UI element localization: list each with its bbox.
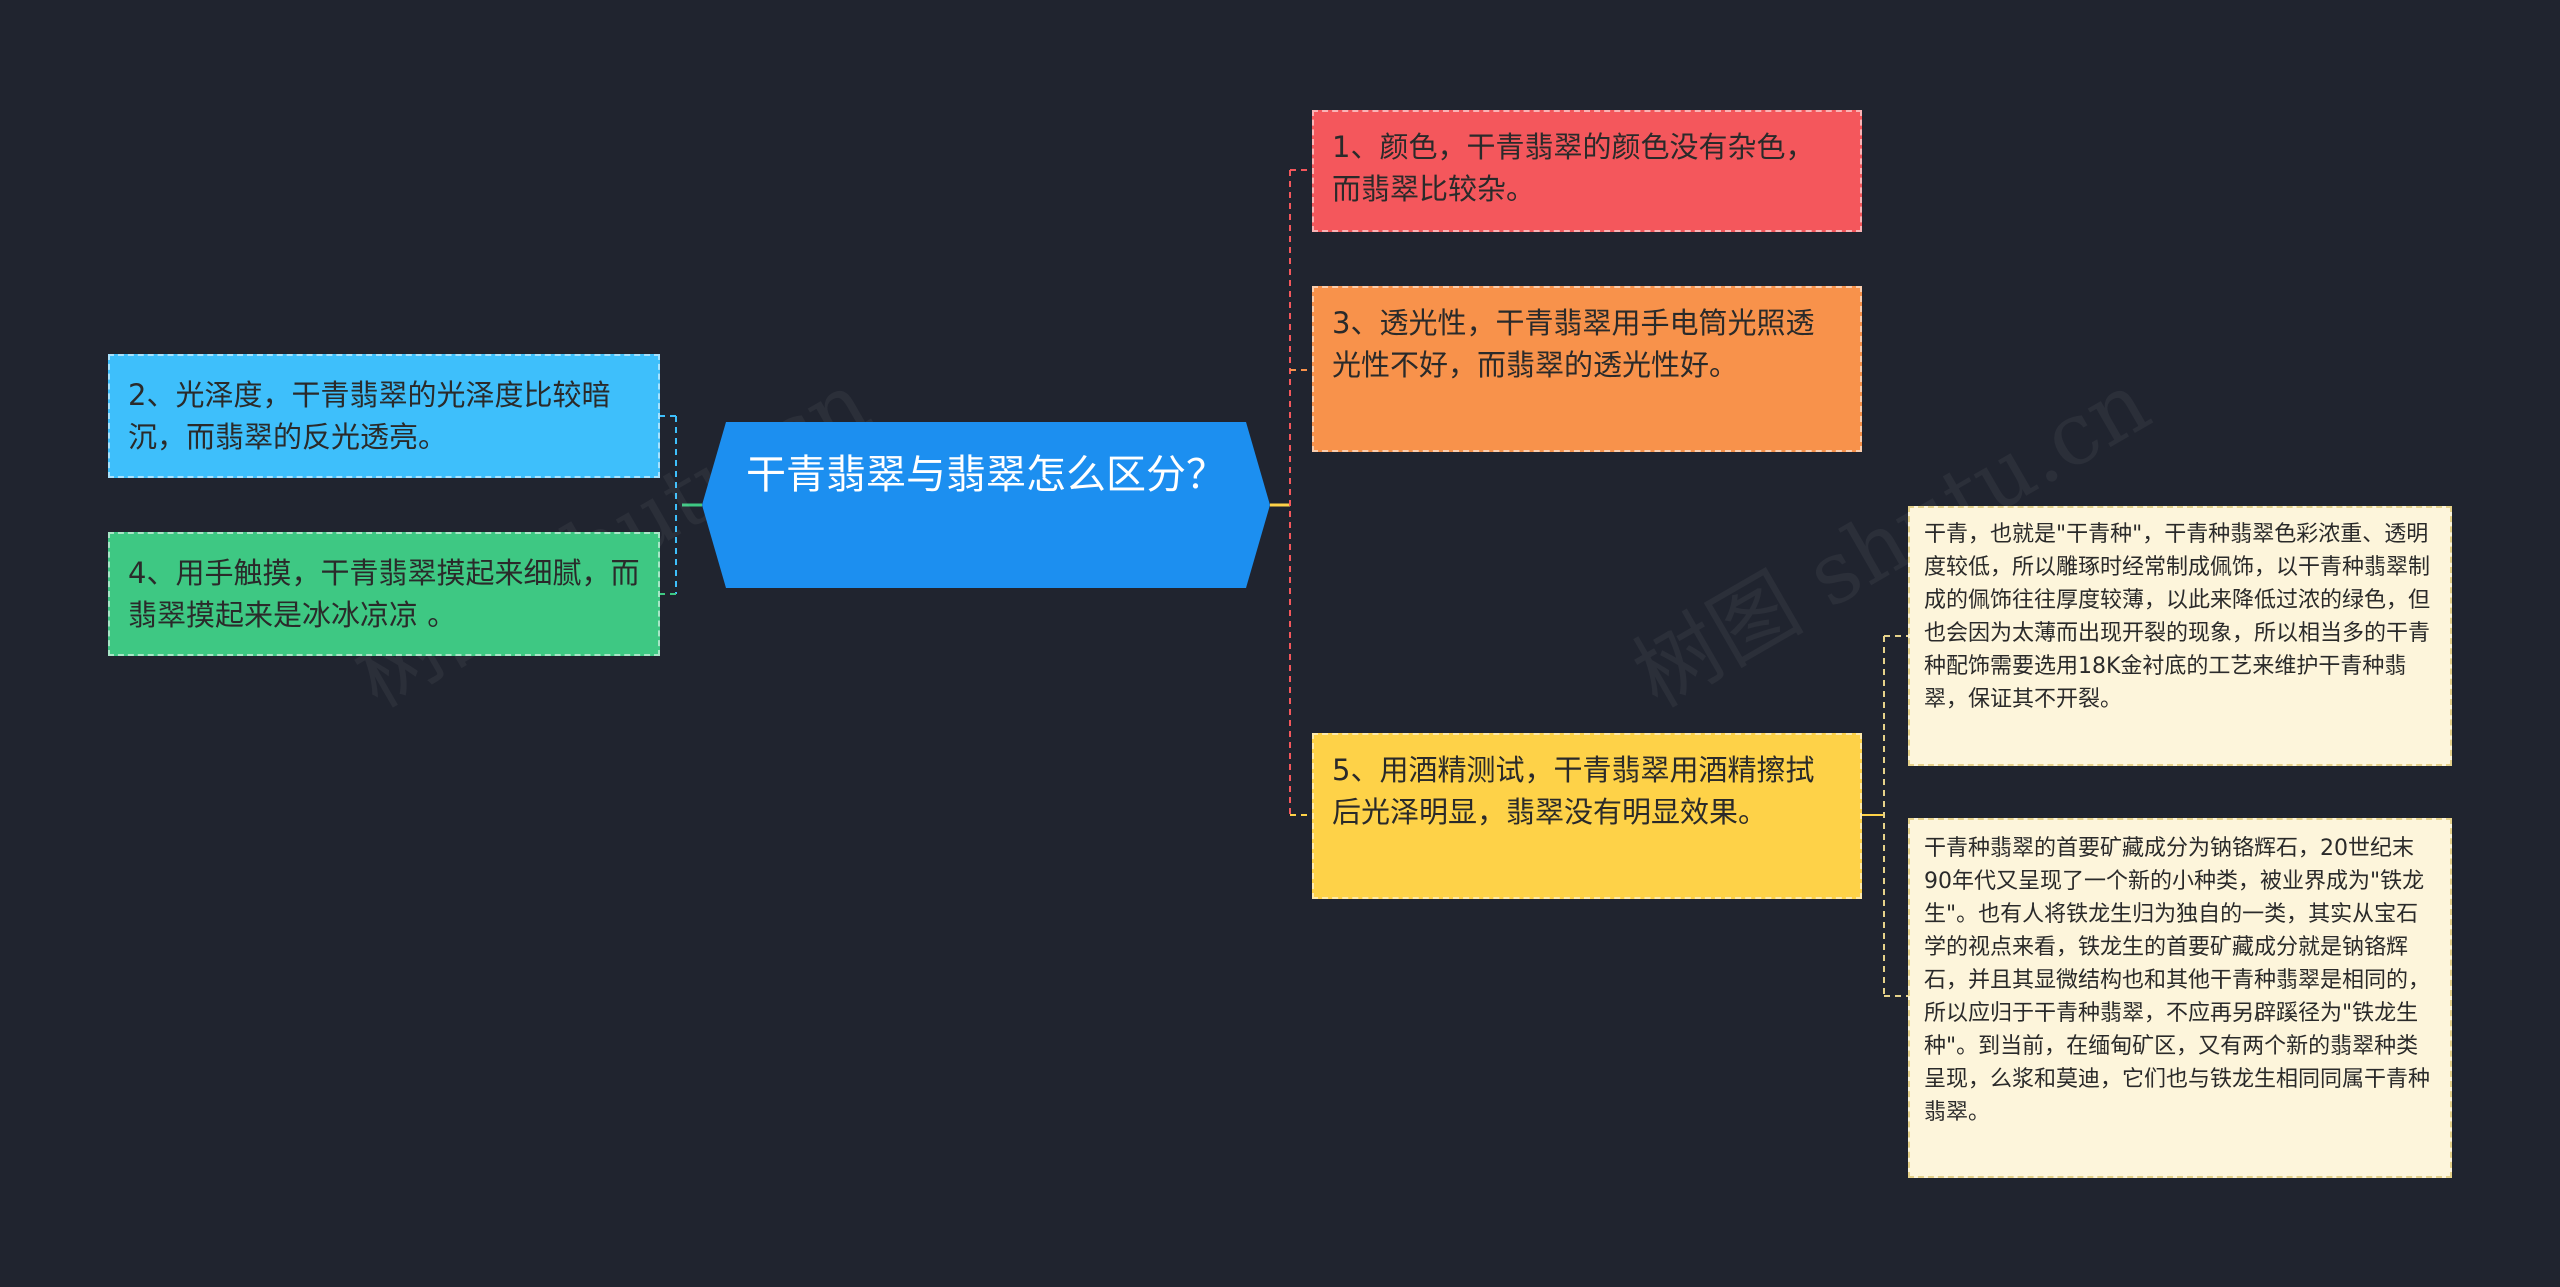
- detail-node-label: 干青种翡翠的首要矿藏成分为钠铬辉石，20世纪末90年代又呈现了一个新的小种类，被…: [1924, 836, 2431, 1125]
- detail-node-mineral[interactable]: 干青种翡翠的首要矿藏成分为钠铬辉石，20世纪末90年代又呈现了一个新的小种类，被…: [1908, 818, 2452, 1178]
- branch-node-luster[interactable]: 2、光泽度，干青翡翠的光泽度比较暗沉，而翡翠的反光透亮。: [108, 354, 660, 478]
- branch-node-label: 2、光泽度，干青翡翠的光泽度比较暗沉，而翡翠的反光透亮。: [128, 378, 611, 455]
- branch-node-label: 1、颜色，干青翡翠的颜色没有杂色，而翡翠比较杂。: [1332, 130, 1815, 207]
- branch-node-label: 3、透光性，干青翡翠用手电筒光照透光性不好，而翡翠的透光性好。: [1332, 306, 1815, 383]
- branch-node-color[interactable]: 1、颜色，干青翡翠的颜色没有杂色，而翡翠比较杂。: [1312, 110, 1862, 232]
- detail-node-ganqing[interactable]: 干青，也就是"干青种"，干青种翡翠色彩浓重、透明度较低，所以雕琢时经常制成佩饰，…: [1908, 506, 2452, 766]
- branch-node-translucency[interactable]: 3、透光性，干青翡翠用手电筒光照透光性不好，而翡翠的透光性好。: [1312, 286, 1862, 452]
- branch-node-label: 5、用酒精测试，干青翡翠用酒精擦拭后光泽明显，翡翠没有明显效果。: [1332, 753, 1815, 830]
- central-topic-label: 干青翡翠与翡翠怎么区分？: [746, 452, 1226, 498]
- detail-node-label: 干青，也就是"干青种"，干青种翡翠色彩浓重、透明度较低，所以雕琢时经常制成佩饰，…: [1924, 522, 2431, 712]
- branch-node-touch[interactable]: 4、用手触摸，干青翡翠摸起来细腻，而翡翠摸起来是冰冰凉凉 。: [108, 532, 660, 656]
- central-topic[interactable]: 干青翡翠与翡翠怎么区分？: [702, 422, 1270, 588]
- branch-node-label: 4、用手触摸，干青翡翠摸起来细腻，而翡翠摸起来是冰冰凉凉 。: [128, 556, 640, 633]
- branch-node-alcohol-test[interactable]: 5、用酒精测试，干青翡翠用酒精擦拭后光泽明显，翡翠没有明显效果。: [1312, 733, 1862, 899]
